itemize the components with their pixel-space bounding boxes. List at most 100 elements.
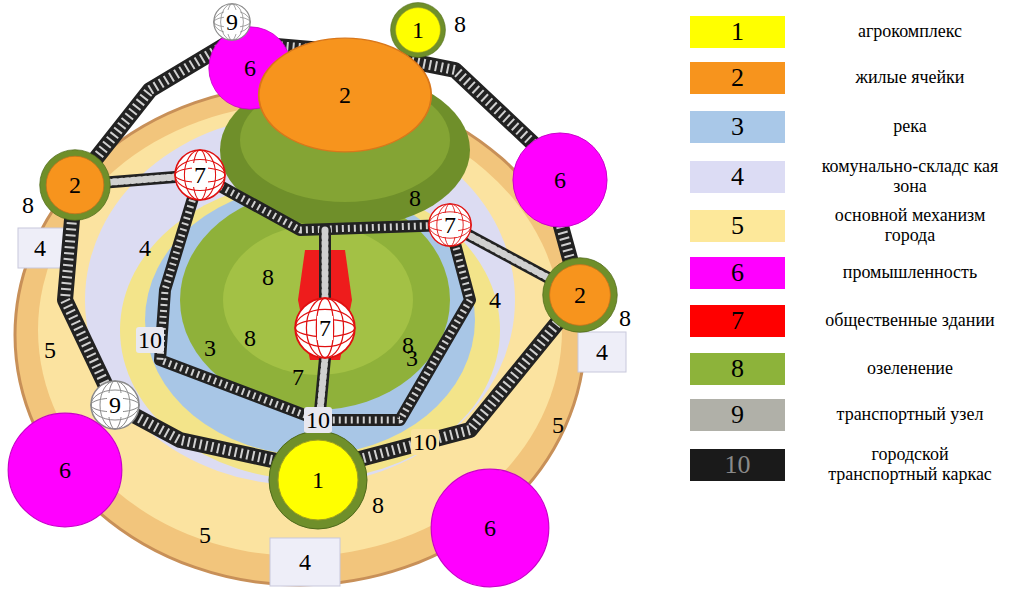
zone-number: 5 xyxy=(552,413,564,437)
zone-number: 4 xyxy=(34,236,46,260)
industry-disc xyxy=(8,413,122,527)
sphere-grid xyxy=(214,11,250,34)
legend-text: основной механизм города xyxy=(815,206,1005,246)
sphere-grid xyxy=(91,390,139,420)
legend-number: 6 xyxy=(731,260,744,286)
callout-number: 2 xyxy=(574,283,586,307)
residential-cell: 2 xyxy=(257,37,433,153)
residential-disc xyxy=(550,265,611,326)
road-grid xyxy=(75,175,580,432)
sphere-grid xyxy=(295,309,355,346)
zone-number: 4 xyxy=(596,340,608,364)
legend-swatch: 4 xyxy=(690,161,785,193)
zone-number: 8 xyxy=(244,326,256,350)
industry-disc xyxy=(431,469,549,587)
storage-box xyxy=(578,332,626,372)
zone-number: 7 xyxy=(292,365,304,389)
sphere-grid xyxy=(429,212,471,238)
zone-number: 5 xyxy=(44,338,56,362)
zone-number: 10 xyxy=(304,407,332,433)
legend-number: 10 xyxy=(725,452,751,478)
legend-text: комунально-складс кая зона xyxy=(815,157,1005,197)
storage-box xyxy=(18,228,66,268)
sphere-grid xyxy=(306,298,343,358)
sphere-grid xyxy=(221,4,244,40)
legend-number: 5 xyxy=(731,213,744,239)
sphere-body xyxy=(91,381,139,429)
road-base xyxy=(75,175,580,432)
legend-text: городской транспортный каркас xyxy=(815,445,1005,485)
callout-number: 7 xyxy=(442,213,458,237)
road-spokes xyxy=(75,175,580,432)
legend-text: промышленность xyxy=(815,263,1005,283)
legend-swatch: 1 xyxy=(690,16,785,48)
residential-cell: 2 xyxy=(542,257,618,333)
sphere-grid xyxy=(108,381,122,429)
legend-text: транспортный узел xyxy=(815,405,1005,425)
legend-number: 9 xyxy=(731,402,744,428)
legend-text: общественные здании xyxy=(815,311,1005,331)
zone-number: 8 xyxy=(372,493,384,517)
green-rim xyxy=(269,431,367,529)
sphere-grid xyxy=(437,204,463,246)
road-base xyxy=(160,175,470,420)
legend-swatch: 9 xyxy=(690,399,785,431)
green-rim xyxy=(391,3,446,58)
callout-number: 1 xyxy=(312,468,324,492)
callout-number: 9 xyxy=(224,10,240,34)
public-building-sphere: 7 xyxy=(174,149,226,201)
zone-number: 4 xyxy=(489,288,501,312)
green-rim xyxy=(543,258,617,332)
sphere-grid xyxy=(175,159,225,190)
zone-number: 8 xyxy=(454,12,466,36)
zone-number: 5 xyxy=(199,523,211,547)
residential-disc xyxy=(46,156,104,214)
sphere-body xyxy=(295,298,355,358)
zone-number: 3 xyxy=(406,346,418,370)
storage-box xyxy=(270,538,340,586)
public-building-sphere: 7 xyxy=(294,297,356,359)
callout-number: 2 xyxy=(339,83,351,107)
zone-number: 10 xyxy=(411,429,439,455)
zone-number: 4 xyxy=(299,550,311,574)
legend-swatch: 5 xyxy=(690,210,785,242)
sphere-body xyxy=(175,150,225,200)
sphere-body xyxy=(214,4,250,40)
legend-swatch: 10 xyxy=(690,449,785,481)
road-grid xyxy=(160,175,470,420)
green-zone-inner xyxy=(223,225,413,375)
legend-swatch: 3 xyxy=(690,111,785,143)
callout-number: 6 xyxy=(244,56,256,80)
zone-number: 10 xyxy=(136,327,164,353)
callout-number: 6 xyxy=(484,516,496,540)
zone-number: 8 xyxy=(409,186,421,210)
legend-number: 2 xyxy=(731,65,744,91)
agro-complex-circle: 1 xyxy=(268,430,368,530)
legend-text: жилые ячейки xyxy=(815,68,1005,88)
transport-node-sphere: 9 xyxy=(213,3,251,41)
sphere-grid xyxy=(316,298,333,358)
legend-swatch: 2 xyxy=(690,62,785,94)
legend-number: 3 xyxy=(731,114,744,140)
sphere-grid xyxy=(193,150,208,200)
agro-disc xyxy=(278,440,358,520)
industry-circle: 6 xyxy=(7,412,123,528)
legend-number: 4 xyxy=(731,164,744,190)
agro-complex-circle: 1 xyxy=(390,2,446,58)
legend-text: агрокомплекс xyxy=(815,22,1005,42)
sphere-grid xyxy=(184,150,215,200)
industry-disc xyxy=(513,133,607,227)
zone-number: 8 xyxy=(262,265,274,289)
legend-swatch: 8 xyxy=(690,353,785,385)
callout-number: 6 xyxy=(554,168,566,192)
callout-number: 2 xyxy=(69,173,81,197)
green-rim xyxy=(40,150,111,221)
residential-disc xyxy=(259,38,431,152)
legend-text: река xyxy=(815,117,1005,137)
callout-number: 9 xyxy=(107,393,123,417)
sphere-body xyxy=(429,204,471,246)
agro-disc xyxy=(396,8,441,53)
transport-node-sphere: 9 xyxy=(90,380,140,430)
zone-number: 4 xyxy=(139,236,151,260)
